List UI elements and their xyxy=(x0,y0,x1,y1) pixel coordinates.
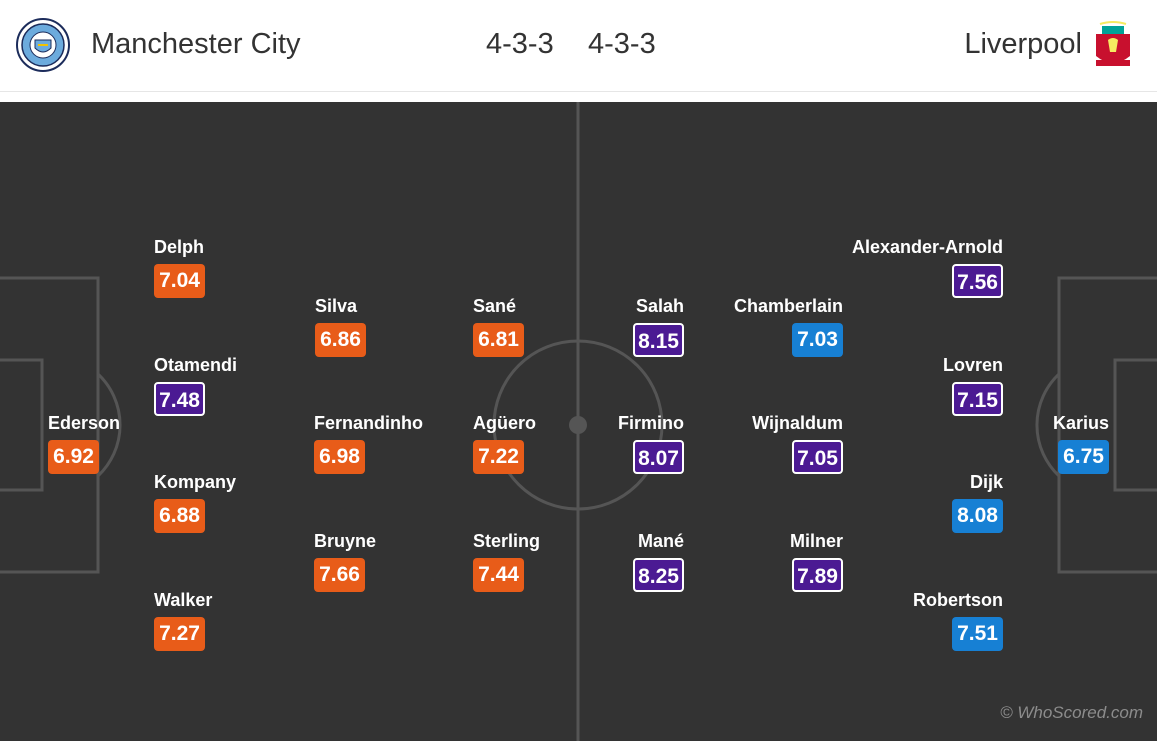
player-name: Walker xyxy=(154,590,213,610)
player-name: Sané xyxy=(473,296,517,316)
player-sane[interactable]: Sané 6.81 xyxy=(473,295,563,357)
player-name: Milner xyxy=(789,531,843,551)
player-rating: 6.98 xyxy=(314,440,365,474)
player-rating: 7.89 xyxy=(792,558,843,592)
player-lovren[interactable]: Lovren 7.15 xyxy=(903,354,1003,416)
whoscored-watermark: © WhoScored.com xyxy=(1000,703,1143,722)
player-bruyne[interactable]: Bruyne 7.66 xyxy=(314,530,404,592)
player-name: Dijk xyxy=(969,472,1003,492)
player-rating: 6.86 xyxy=(315,323,366,357)
player-name: Robertson xyxy=(913,590,1003,610)
player-rating: 7.22 xyxy=(473,440,524,474)
player-salah[interactable]: Salah 8.15 xyxy=(584,295,684,357)
liverpool-crest-icon xyxy=(1096,21,1130,66)
player-alexander-arnold[interactable]: Alexander-Arnold 7.56 xyxy=(823,236,1003,298)
player-aguero[interactable]: Agüero 7.22 xyxy=(473,412,563,474)
player-rating: 7.44 xyxy=(473,558,524,592)
player-robertson[interactable]: Robertson 7.51 xyxy=(883,589,1003,651)
player-rating: 7.66 xyxy=(314,558,365,592)
player-chamberlain[interactable]: Chamberlain 7.03 xyxy=(703,295,843,357)
away-team-name: Liverpool xyxy=(964,28,1082,60)
player-silva[interactable]: Silva 6.86 xyxy=(315,295,405,357)
player-rating: 6.75 xyxy=(1058,440,1109,474)
player-name: Karius xyxy=(1052,413,1109,433)
player-walker[interactable]: Walker 7.27 xyxy=(154,589,244,651)
player-fernandinho[interactable]: Fernandinho 6.98 xyxy=(314,412,444,474)
pitch: Ederson 6.92 Delph 7.04 Otamendi 7.48 Ko… xyxy=(0,102,1157,741)
player-rating: 7.56 xyxy=(952,264,1003,298)
player-rating: 8.07 xyxy=(633,440,684,474)
player-sterling[interactable]: Sterling 7.44 xyxy=(473,530,563,592)
player-rating: 8.15 xyxy=(633,323,684,357)
player-name: Kompany xyxy=(154,472,237,492)
player-delph[interactable]: Delph 7.04 xyxy=(154,236,244,298)
away-formation: 4-3-3 xyxy=(588,28,656,60)
player-mane[interactable]: Mané 8.25 xyxy=(584,530,684,592)
player-name: Delph xyxy=(154,237,205,257)
player-name: Otamendi xyxy=(154,355,238,375)
pitch-lines xyxy=(0,102,1157,741)
home-team-name: Manchester City xyxy=(91,28,301,60)
player-firmino[interactable]: Firmino 8.07 xyxy=(584,412,684,474)
player-rating: 6.88 xyxy=(154,499,205,533)
player-name: Alexander-Arnold xyxy=(851,237,1003,257)
player-name: Mané xyxy=(637,531,684,551)
player-kompany[interactable]: Kompany 6.88 xyxy=(154,471,254,533)
player-rating: 7.51 xyxy=(952,617,1003,651)
player-name: Chamberlain xyxy=(733,296,843,316)
player-karius[interactable]: Karius 6.75 xyxy=(1029,412,1109,474)
player-dijk[interactable]: Dijk 8.08 xyxy=(903,471,1003,533)
player-name: Firmino xyxy=(618,413,684,433)
player-name: Agüero xyxy=(473,413,536,433)
player-rating: 7.15 xyxy=(952,382,1003,416)
home-formation: 4-3-3 xyxy=(486,28,554,60)
player-wijnaldum[interactable]: Wijnaldum 7.05 xyxy=(723,412,843,474)
player-otamendi[interactable]: Otamendi 7.48 xyxy=(154,354,254,416)
player-rating: 7.03 xyxy=(792,323,843,357)
player-rating: 6.81 xyxy=(473,323,524,357)
player-rating: 7.04 xyxy=(154,264,205,298)
player-rating: 8.25 xyxy=(633,558,684,592)
player-ederson[interactable]: Ederson 6.92 xyxy=(48,412,138,474)
player-name: Ederson xyxy=(48,413,121,433)
player-rating: 7.05 xyxy=(792,440,843,474)
match-header: Manchester City 4-3-3 4-3-3 Liverpool xyxy=(0,0,1157,92)
player-name: Wijnaldum xyxy=(752,413,843,433)
player-name: Salah xyxy=(635,296,684,316)
header-separator xyxy=(0,92,1157,102)
player-name: Bruyne xyxy=(314,531,377,551)
player-rating: 7.27 xyxy=(154,617,205,651)
player-name: Lovren xyxy=(942,355,1003,375)
manchester-city-crest-icon xyxy=(16,18,70,72)
player-name: Fernandinho xyxy=(314,413,423,433)
player-rating: 6.92 xyxy=(48,440,99,474)
player-milner[interactable]: Milner 7.89 xyxy=(743,530,843,592)
player-rating: 8.08 xyxy=(952,499,1003,533)
player-name: Sterling xyxy=(473,531,541,551)
player-rating: 7.48 xyxy=(154,382,205,416)
player-name: Silva xyxy=(315,296,358,316)
